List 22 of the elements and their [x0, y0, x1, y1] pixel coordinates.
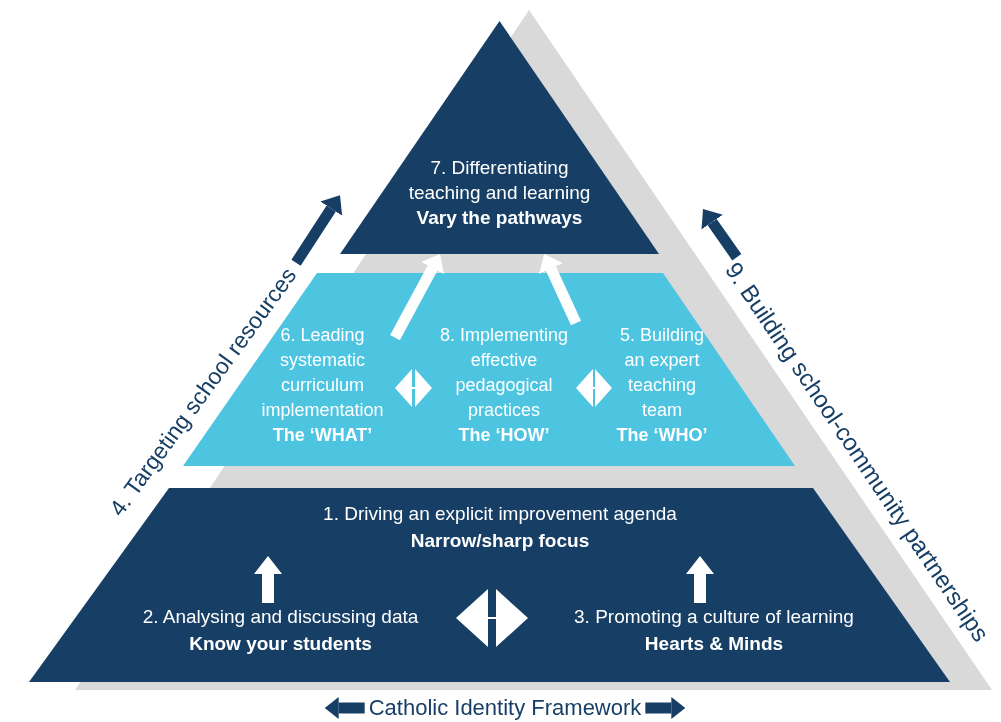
tier-tagline: Narrow/sharp focus: [409, 529, 591, 553]
tier-title: 5. Building an expert teaching team: [618, 324, 706, 422]
arrow: [390, 251, 445, 341]
arrow: [254, 556, 282, 603]
arrow: [539, 251, 581, 326]
tier-title: 3. Promoting a culture of learning: [573, 605, 855, 629]
tier-title: 7. Differentiating teaching and learning: [407, 156, 592, 205]
tier-tagline: Hearts & Minds: [643, 632, 785, 656]
arrow: [291, 192, 345, 266]
tier-tagline: Know your students: [188, 632, 373, 656]
double-arrow: [394, 369, 433, 407]
tier-tagline: The ‘WHO’: [615, 424, 709, 447]
arrow: [686, 556, 714, 603]
double-arrow: [575, 369, 613, 407]
tier-title: 1. Driving an explicit improvement agenda: [322, 502, 678, 526]
tier-tagline: The ‘HOW’: [457, 424, 551, 447]
framework-label: Catholic Identity Framework: [368, 695, 642, 721]
tier-tagline: The ‘WHAT’: [271, 424, 374, 447]
tier-title: 8. Implementing effective pedagogical practices: [438, 324, 570, 422]
tier-tagline: Vary the pathways: [415, 206, 584, 230]
double-arrow: [455, 589, 529, 647]
tier-title: 2. Analysing and discussing data: [141, 605, 420, 629]
